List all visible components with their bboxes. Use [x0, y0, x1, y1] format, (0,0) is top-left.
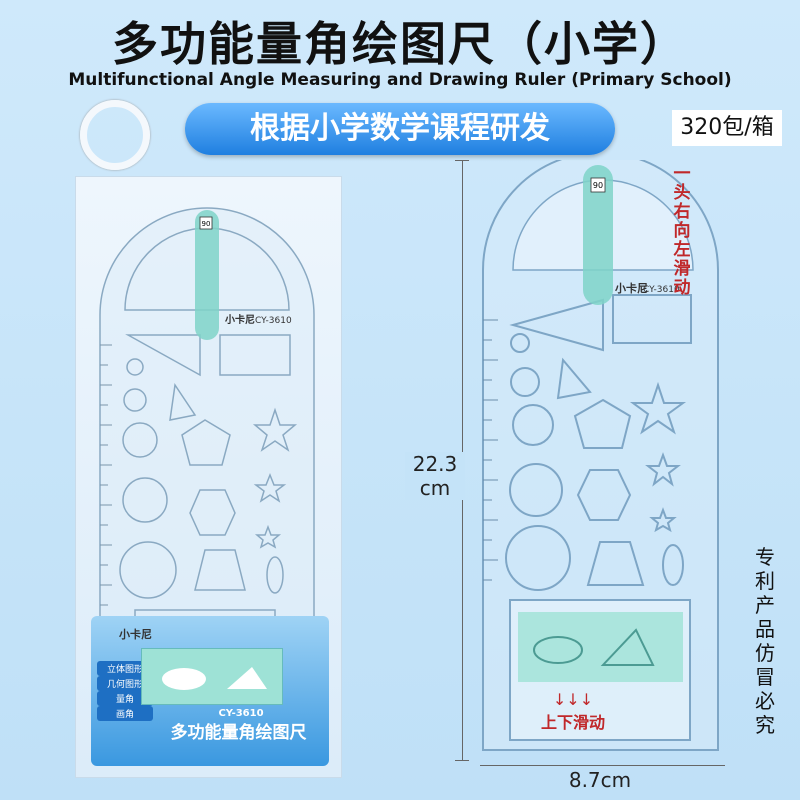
main-ruler-brand: 小卡尼: [614, 281, 648, 295]
width-label: 8.7cm: [568, 768, 632, 792]
height-tick-bottom: [455, 760, 469, 761]
width-dimension-line: [480, 765, 725, 766]
tag-geometry: 几何图形: [97, 676, 153, 691]
curriculum-banner: 根据小学数学课程研发: [185, 103, 615, 155]
slide-updown-label: 上下滑动: [541, 713, 605, 732]
height-tick-top: [455, 160, 469, 161]
protractor-value: 90: [202, 220, 211, 228]
page-title: 多功能量角绘图尺（小学）: [112, 17, 688, 71]
main-ruler-graphic: 90 小卡尼 CY-3610 ↓↓↓ 上下滑动: [482, 160, 719, 751]
tag-draw: 画角: [97, 706, 153, 721]
slide-direction-note: 一头右向左滑动: [673, 164, 691, 298]
card-model: CY-3610: [218, 708, 264, 719]
card-slider-window: [141, 648, 283, 705]
svg-text:↓↓↓: ↓↓↓: [553, 690, 593, 709]
patent-note: 专利产品 仿冒必究: [755, 545, 775, 737]
package-label-card: 小卡尼 立体图形 几何图形 量角 画角 CY-3610 多功能量角绘图尺: [91, 616, 329, 766]
main-protractor-value: 90: [593, 181, 603, 190]
main-ruler-model: CY-3610: [643, 285, 680, 295]
card-brand: 小卡尼: [119, 628, 152, 641]
ruler-model: CY-3610: [255, 316, 292, 326]
card-title: 多功能量角绘图尺: [170, 723, 307, 743]
height-label: 22.3 cm: [405, 452, 465, 500]
quantity-label: 320包/箱: [672, 110, 782, 146]
ruler-brand: 小卡尼: [224, 313, 255, 326]
tag-solid: 立体图形: [97, 661, 153, 676]
hang-ring: [80, 100, 150, 170]
tag-measure: 量角: [97, 691, 153, 706]
page-subtitle: Multifunctional Angle Measuring and Draw…: [68, 70, 732, 90]
